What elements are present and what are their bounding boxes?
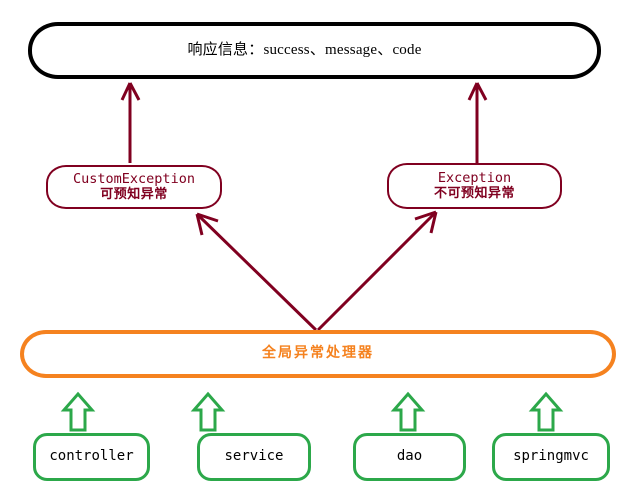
- layer-label-springmvc: springmvc: [513, 448, 589, 465]
- edge-service-to-handler: [190, 391, 226, 432]
- layer-label-service: service: [224, 448, 284, 465]
- layer-label-controller: controller: [49, 448, 134, 465]
- global-exception-handler-node: 全局异常处理器: [20, 330, 616, 378]
- layer-node-service: service: [197, 433, 311, 481]
- layer-node-dao: dao: [353, 433, 466, 481]
- layer-node-controller: controller: [33, 433, 150, 481]
- layer-label-dao: dao: [396, 448, 423, 465]
- response-info-label: 响应信息：success、message、code: [187, 42, 422, 59]
- edge-handler-to-exception: [316, 210, 438, 332]
- response-info-node: 响应信息：success、message、code: [28, 22, 601, 79]
- exception-desc-label: 不可预知异常: [433, 185, 515, 201]
- layer-node-springmvc: springmvc: [492, 433, 610, 481]
- custom-exception-class-label: CustomException: [73, 171, 195, 188]
- exception-class-label: Exception: [437, 170, 512, 187]
- edge-dao-to-handler: [390, 391, 426, 432]
- global-exception-handler-label: 全局异常处理器: [262, 346, 374, 362]
- edge-springmvc-to-handler: [528, 391, 564, 432]
- custom-exception-desc-label: 可预知异常: [100, 186, 168, 202]
- exception-node: Exception 不可预知异常: [387, 163, 562, 209]
- custom-exception-node: CustomException 可预知异常: [46, 165, 222, 209]
- edge-exception-to-response: [467, 82, 488, 163]
- edge-handler-to-custom-exception: [195, 212, 318, 332]
- edge-controller-to-handler: [60, 391, 96, 432]
- edge-custom-exception-to-response: [120, 82, 141, 163]
